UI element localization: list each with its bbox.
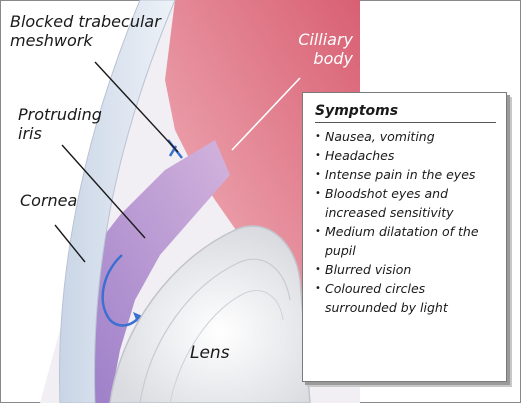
label-protruding-iris: Protruding iris <box>18 105 102 143</box>
symptom-item: Medium dilatation of the pupil <box>315 222 496 260</box>
symptoms-title: Symptoms <box>315 103 496 123</box>
label-ciliary-body: Cilliary body <box>293 30 353 68</box>
label-lens: Lens <box>190 344 230 363</box>
symptom-item: Bloodshot eyes and increased sensitivity <box>315 184 496 222</box>
symptoms-list: Nausea, vomitingHeadachesIntense pain in… <box>315 127 496 317</box>
symptoms-panel: Symptoms Nausea, vomitingHeadachesIntens… <box>302 92 507 382</box>
symptom-item: Coloured circles surrounded by light <box>315 279 496 317</box>
symptom-item: Nausea, vomiting <box>315 127 496 146</box>
symptom-item: Intense pain in the eyes <box>315 165 496 184</box>
symptom-item: Headaches <box>315 146 496 165</box>
label-trabecular-meshwork: Blocked trabecular meshwork <box>10 12 161 50</box>
symptom-item: Blurred vision <box>315 260 496 279</box>
label-cornea: Cornea <box>20 191 77 210</box>
